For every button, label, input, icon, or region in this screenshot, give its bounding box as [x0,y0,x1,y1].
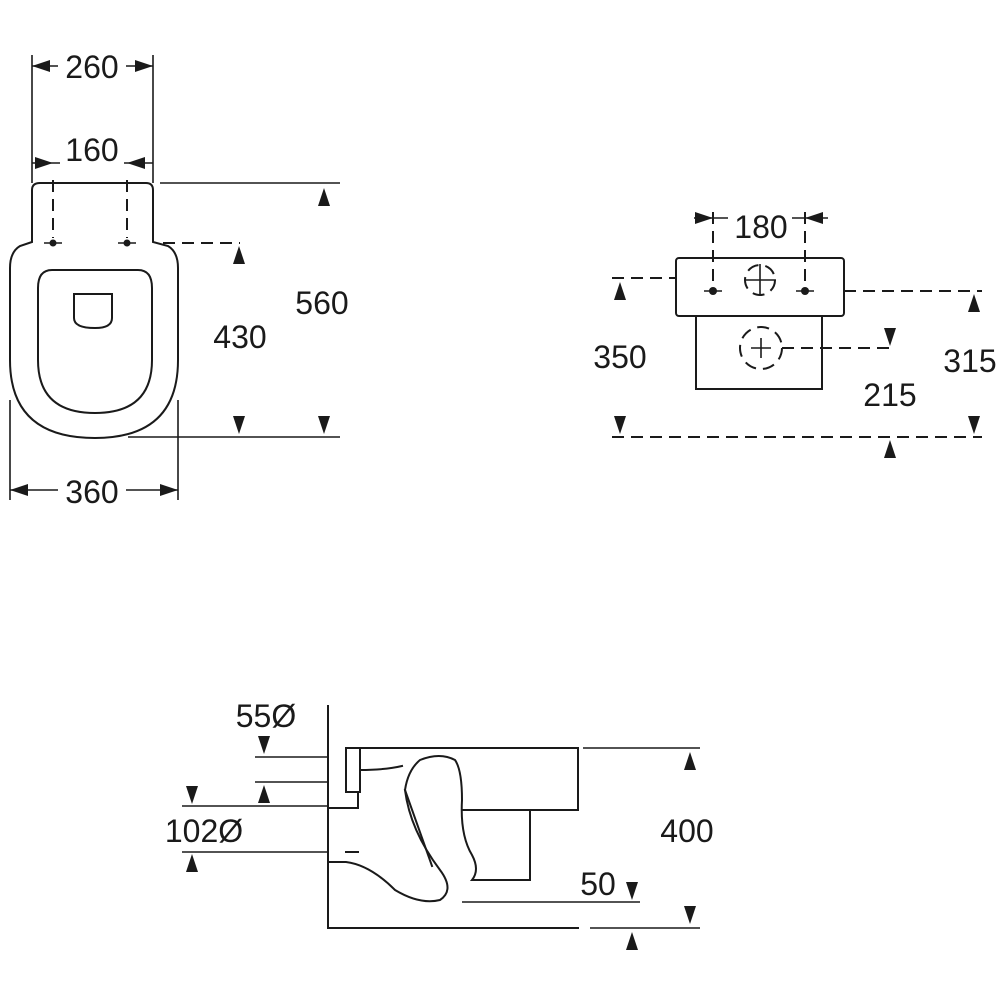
dim-315: 315 [943,343,996,379]
dim-50: 50 [580,866,616,902]
drain-opening [73,293,113,330]
dim-350: 350 [593,339,646,375]
dim-430: 430 [213,319,266,355]
dim-400: 400 [660,813,713,849]
top-view: 260 160 560 430 360 [9,47,349,510]
dim-102-diameter: 102Ø [165,813,243,849]
dim-260: 260 [65,49,118,85]
dim-160: 160 [65,132,118,168]
side-view: 55Ø 102Ø 400 50 [165,698,714,950]
rear-view: 180 350 315 215 [593,203,997,458]
dim-215: 215 [863,377,916,413]
top-view-outline [9,182,179,440]
dim-180: 180 [734,209,787,245]
dim-55-diameter: 55Ø [236,698,296,734]
side-view-outline [327,747,579,903]
rear-view-lower-block [695,315,823,390]
seat-inner-outline [37,269,153,415]
dim-560: 560 [295,285,348,321]
dim-360: 360 [65,474,118,510]
